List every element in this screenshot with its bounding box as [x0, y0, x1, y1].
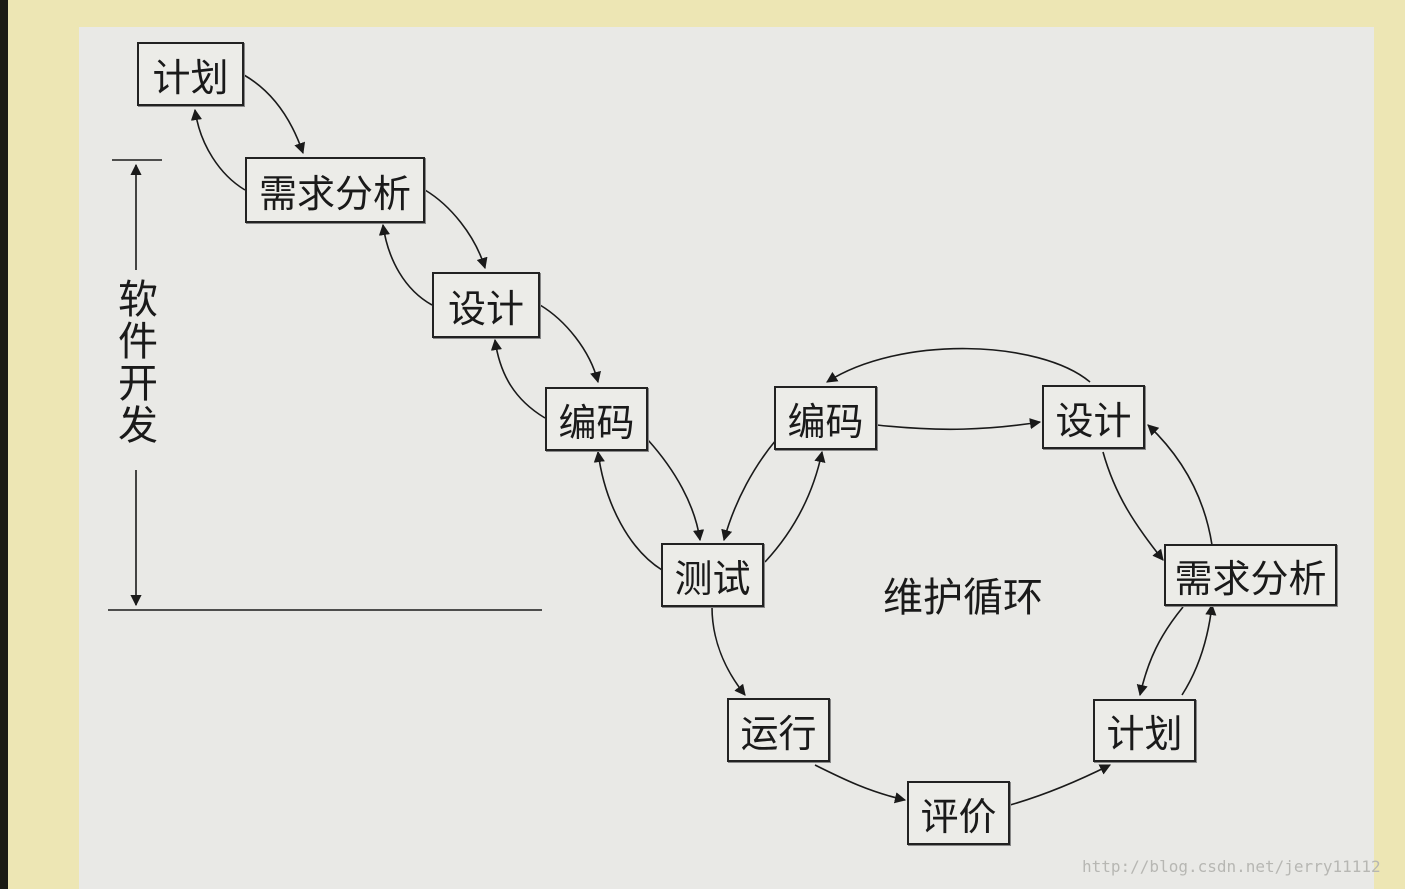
arrow-design-to-requirements [378, 223, 433, 306]
arrow-requirements-to-design-cycle [1147, 424, 1213, 546]
arrow-evaluation-to-plan [1009, 764, 1112, 806]
node-design: 设计 [432, 272, 540, 338]
node-cycle-operation: 运行 [727, 698, 830, 762]
arrow-coding-to-testing-cycle [721, 439, 777, 542]
arrow-design-to-coding [539, 304, 601, 384]
node-plan: 计划 [137, 42, 244, 106]
node-coding: 编码 [545, 387, 648, 451]
software-development-label: 软件开发 [111, 278, 157, 446]
arrow-testing-to-operation [711, 606, 746, 696]
arrow-requirements-to-plan [190, 108, 246, 191]
arrow-coding-to-design [490, 338, 546, 419]
arrow-design-to-coding-cycle [826, 347, 1091, 383]
arrow-design-to-requirements-cycle [1102, 451, 1164, 561]
node-cycle-evaluation: 评价 [907, 781, 1010, 845]
node-cycle-requirements-analysis: 需求分析 [1164, 544, 1337, 606]
arrow-testing-to-coding-cycle [764, 450, 826, 563]
arrow-plan-to-requirements-cycle [1181, 603, 1217, 696]
arrow-requirements-to-design [424, 189, 488, 270]
node-cycle-design: 设计 [1042, 385, 1145, 449]
node-cycle-plan: 计划 [1093, 699, 1196, 762]
arrow-testing-to-coding [593, 450, 663, 571]
arrow-operation-to-evaluation [814, 764, 907, 804]
arrow-requirements-to-plan-cycle [1136, 606, 1184, 697]
arrow-plan-to-requirements [243, 74, 306, 155]
node-testing: 测试 [661, 543, 764, 607]
arrow-coding-to-testing [647, 439, 705, 542]
watermark: http://blog.csdn.net/jerry11112 [1082, 857, 1381, 876]
node-cycle-coding: 编码 [774, 386, 877, 450]
arrow-coding-to-design-cycle [876, 418, 1042, 431]
node-requirements-analysis: 需求分析 [245, 157, 425, 223]
maintenance-cycle-label: 维护循环 [883, 575, 1043, 621]
window-edge [0, 0, 8, 889]
